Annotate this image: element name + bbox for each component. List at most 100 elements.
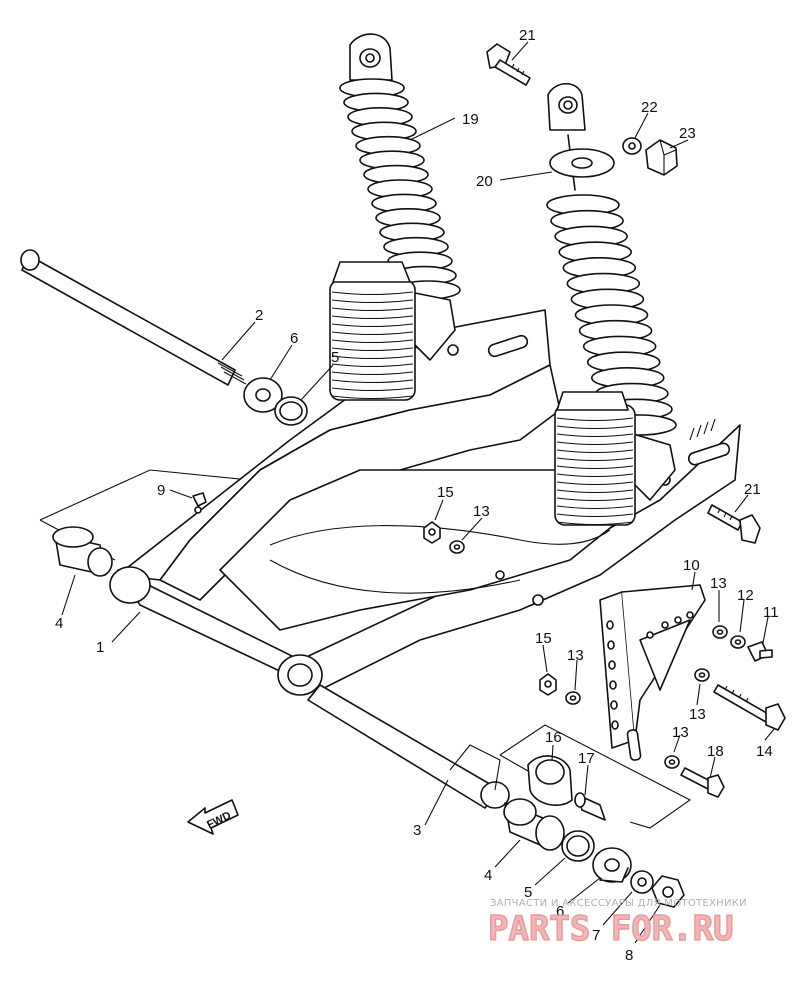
bracket-nut-15 [539, 673, 557, 696]
callout-13: 13 [473, 503, 490, 520]
center-washer [449, 540, 465, 554]
bracket-washer-13-upper [712, 625, 728, 639]
leader-lines [61, 41, 776, 944]
callout-8: 8 [625, 947, 633, 964]
watermark-logo: PARTS FOR.RU [488, 909, 734, 949]
center-nut [423, 521, 441, 544]
callout-7: 7 [592, 927, 600, 944]
cap-nut [645, 139, 678, 176]
left-collar [52, 526, 113, 577]
callout-13: 13 [710, 575, 727, 592]
callout-6: 6 [556, 903, 564, 920]
upper-washer [622, 137, 642, 155]
dust-cover-rib [331, 323, 414, 328]
left-o-ring [274, 396, 308, 426]
dust-cover-rib [331, 395, 414, 400]
dust-cover-rib [331, 339, 414, 344]
dust-cover-rib [331, 379, 414, 384]
watermark: ЗАПЧАСТИ И АКСЕССУАРЫ ДЛЯ МОТОТЕХНИКИ PA… [487, 898, 747, 950]
spring-seat-washer [549, 148, 615, 178]
right-o-ring [561, 830, 595, 862]
dust-cover-rib [556, 417, 634, 422]
callout-5: 5 [331, 349, 339, 366]
forward-arrow: FWD [187, 799, 239, 835]
dust-cover-rib [556, 521, 634, 526]
dust-cover-rib [331, 315, 414, 320]
bracket-bolt-11 [747, 641, 773, 662]
dust-cover-rib [331, 355, 414, 360]
dust-cover-rib [556, 457, 634, 462]
right-pivot-nut [651, 875, 685, 908]
dust-cover-rib [556, 497, 634, 502]
callout-21: 21 [519, 27, 536, 44]
right-collar [503, 798, 565, 851]
callout-3: 3 [413, 822, 421, 839]
dust-cover-rib [331, 363, 414, 368]
callout-11: 11 [763, 604, 779, 621]
callout-21: 21 [744, 481, 761, 498]
callout-17: 17 [578, 750, 595, 767]
dust-cover-rib [331, 347, 414, 352]
right-shock-absorber [546, 82, 677, 526]
dust-cover-rib [331, 307, 414, 312]
dust-cover-rib [331, 371, 414, 376]
callout-12: 12 [737, 587, 754, 604]
callout-20: 20 [476, 173, 493, 190]
callout-4: 4 [484, 867, 492, 884]
spacer-collar [574, 792, 606, 821]
callout-19: 19 [462, 111, 479, 128]
callout-13: 13 [567, 647, 584, 664]
dust-cover-rib [556, 441, 634, 446]
upper-mount-bolt [486, 43, 531, 86]
bracket-washer-12 [730, 635, 746, 649]
callout-23: 23 [679, 125, 696, 142]
chain-guide-bracket [599, 584, 706, 761]
callout-4: 4 [55, 615, 63, 632]
left-thrust-washer [243, 377, 283, 413]
dust-cover-rib [556, 425, 634, 430]
rear-pivot-shaft [307, 684, 510, 809]
dust-cover-rib [556, 433, 634, 438]
callout-13: 13 [672, 724, 689, 741]
dust-cover-rib [556, 449, 634, 454]
dust-cover-rib [331, 299, 414, 304]
callout-14: 14 [756, 743, 773, 760]
dust-cover-rib [331, 387, 414, 392]
callout-16: 16 [545, 729, 562, 746]
lower-mount-bolt [707, 504, 761, 544]
callout-1: 1 [96, 639, 104, 656]
bracket-washer-13-left [565, 691, 581, 705]
rubber-bushing [527, 755, 573, 806]
grease-nipple [192, 492, 207, 514]
callout-18: 18 [707, 743, 724, 760]
bracket-bolt-18 [680, 767, 725, 798]
callout-13: 13 [689, 706, 706, 723]
pivot-shaft [20, 249, 247, 386]
dust-cover-rib [556, 465, 634, 470]
dust-cover-rib [556, 473, 634, 478]
callout-2: 2 [255, 307, 263, 324]
dust-cover-rib [331, 291, 414, 296]
swingarm [109, 309, 741, 696]
dust-cover-rib [556, 481, 634, 486]
dust-cover-rib [556, 489, 634, 494]
callout-9: 9 [157, 482, 165, 499]
bracket-washer-13-mid [694, 668, 710, 682]
callout-numbers: 1 2 3 4 4 5 5 6 6 7 8 9 10 11 12 13 13 1… [55, 27, 779, 964]
bracket-washer-13-lower [664, 755, 680, 769]
left-shock-absorber [329, 33, 461, 401]
dust-cover-rib [331, 331, 414, 336]
callout-10: 10 [683, 557, 700, 574]
callout-5: 5 [524, 884, 532, 901]
callout-15: 15 [535, 630, 552, 647]
callout-22: 22 [641, 99, 658, 116]
dust-cover-rib [556, 505, 634, 510]
dust-cover-rib [556, 513, 634, 518]
bracket-long-bolt-14 [713, 684, 786, 731]
right-thrust-washer [592, 847, 632, 883]
watermark-tagline: ЗАПЧАСТИ И АКСЕССУАРЫ ДЛЯ МОТОТЕХНИКИ [490, 898, 747, 909]
right-plain-washer [630, 870, 654, 894]
callout-6: 6 [290, 330, 298, 347]
callout-15: 15 [437, 484, 454, 501]
